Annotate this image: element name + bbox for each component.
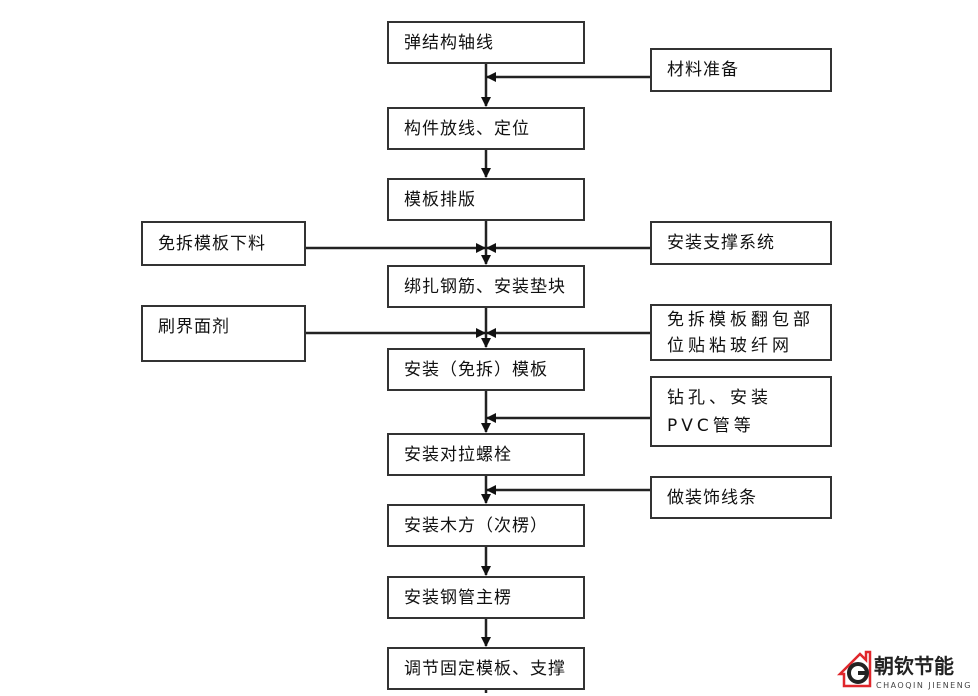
step-label: 调节固定模板、支撑	[404, 658, 566, 679]
step-box: 调节固定模板、支撑	[387, 647, 585, 690]
input-box-right: 免拆模板翻包部位贴粘玻纤网	[650, 304, 832, 361]
step-box: 构件放线、定位	[387, 107, 585, 150]
input-label: 材料准备	[667, 60, 739, 80]
step-label: 模板排版	[404, 189, 476, 210]
step-label: 安装（免拆）模板	[404, 359, 548, 380]
input-box-right: 材料准备	[650, 48, 832, 92]
input-box-left: 免拆模板下料	[141, 221, 306, 266]
step-box: 安装木方（次楞）	[387, 504, 585, 547]
step-box: 弹结构轴线	[387, 21, 585, 64]
svg-text:朝钦节能: 朝钦节能	[874, 654, 954, 678]
step-label: 绑扎钢筋、安装垫块	[404, 276, 566, 297]
step-label: 弹结构轴线	[404, 32, 494, 53]
step-box: 模板排版	[387, 178, 585, 221]
step-box: 安装对拉螺栓	[387, 433, 585, 476]
input-box-right: 做装饰线条	[650, 476, 832, 519]
input-box-right: 钻孔、安装 PVC管等	[650, 376, 832, 447]
logo-house-icon: 朝钦节能 CHAOQIN JIENENG	[836, 650, 972, 690]
input-label: 刷界面剂	[158, 317, 230, 337]
input-box-left: 刷界面剂	[141, 305, 306, 362]
step-box: 绑扎钢筋、安装垫块	[387, 265, 585, 308]
watermark-logo: 朝钦节能 CHAOQIN JIENENG	[836, 646, 976, 692]
step-label: 安装木方（次楞）	[404, 515, 548, 536]
input-label: 免拆模板下料	[158, 233, 266, 254]
step-label: 安装钢管主楞	[404, 587, 512, 608]
svg-text:CHAOQIN JIENENG: CHAOQIN JIENENG	[876, 681, 972, 690]
step-box: 安装钢管主楞	[387, 576, 585, 619]
step-label: 安装对拉螺栓	[404, 444, 512, 465]
input-box-right: 安装支撑系统	[650, 221, 832, 265]
step-box: 安装（免拆）模板	[387, 348, 585, 391]
input-label: 免拆模板翻包部位贴粘玻纤网	[667, 310, 814, 356]
input-label: 钻孔、安装 PVC管等	[667, 388, 772, 436]
step-label: 构件放线、定位	[404, 118, 530, 139]
input-label: 做装饰线条	[667, 487, 757, 508]
input-label: 安装支撑系统	[667, 233, 775, 253]
